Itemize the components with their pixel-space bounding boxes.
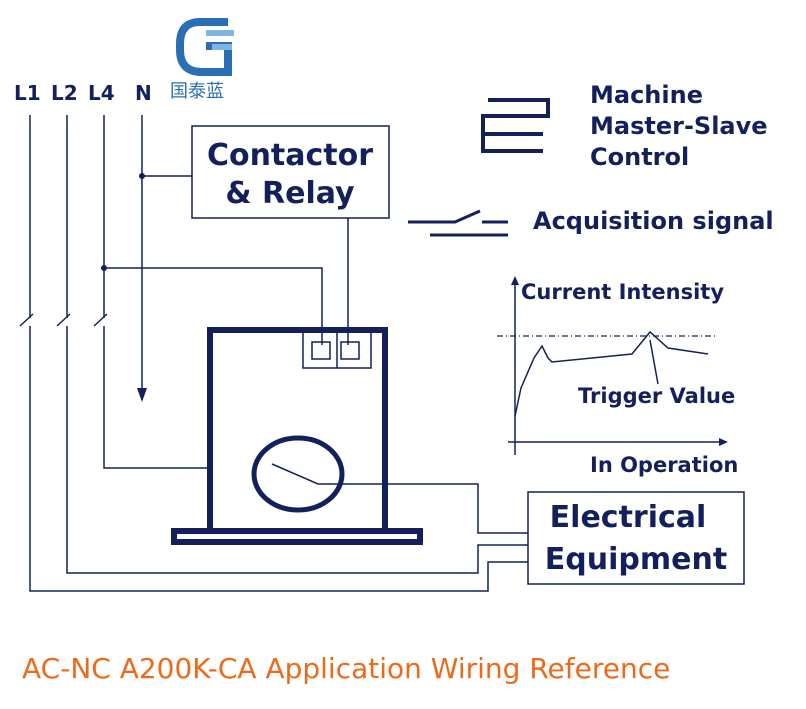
wire-l4-to-terminal <box>104 267 323 345</box>
acquisition-icon <box>408 209 508 237</box>
acquisition-label: Acquisition signal <box>533 207 774 235</box>
electrical-equipment-box: Electrical Equipment <box>527 491 745 585</box>
sensor-base <box>171 528 423 545</box>
label-l2: L2 <box>51 81 78 105</box>
wire-l4-lower <box>103 326 210 469</box>
company-logo: 国泰蓝 <box>170 18 234 102</box>
equipment-label-line2: Equipment <box>545 542 727 577</box>
wire-l1-lower <box>29 326 528 592</box>
label-l1: L1 <box>14 81 41 105</box>
graph-y-arrow <box>511 276 519 285</box>
current-curve <box>514 330 709 417</box>
trigger-pointer <box>649 339 659 385</box>
diagram-caption: AC-NC A200K-CA Application Wiring Refere… <box>22 652 670 685</box>
logo-mark-bar-2 <box>212 44 232 50</box>
junction-n <box>139 173 145 179</box>
master-slave-symbol: Machine Master-Slave Control <box>481 81 768 171</box>
terminal-2 <box>340 341 360 360</box>
switch-l2 <box>56 313 71 327</box>
graph-x-arrow <box>719 438 728 446</box>
supply-lines <box>19 115 528 592</box>
switch-l1 <box>19 313 34 327</box>
master-slave-icon <box>481 98 550 153</box>
contactor-box-frame <box>191 125 390 219</box>
wire-l2-lower <box>66 326 528 574</box>
label-l4: L4 <box>88 81 115 105</box>
acquisition-signal-symbol: Acquisition signal <box>408 207 774 237</box>
wire-through-aperture <box>271 463 528 534</box>
graph-ylabel: Current Intensity <box>521 280 724 304</box>
logo-text: 国泰蓝 <box>170 81 224 102</box>
contactor-label-line2: & Relay <box>225 176 355 211</box>
master-slave-line3: Control <box>590 143 689 171</box>
contactor-relay-box: Contactor & Relay <box>191 125 390 345</box>
master-slave-line2: Master-Slave <box>590 112 768 140</box>
sensor-body <box>207 327 388 531</box>
master-slave-line1: Machine <box>590 81 703 109</box>
equipment-box-frame <box>527 491 745 585</box>
junction-l4 <box>101 265 107 271</box>
label-n: N <box>135 81 152 105</box>
logo-mark-bar <box>206 30 234 36</box>
current-sensor <box>171 327 528 545</box>
graph-xlabel: In Operation <box>590 453 738 477</box>
current-graph: Current Intensity Trigger Value In Opera… <box>497 276 738 477</box>
sensor-aperture <box>251 435 345 513</box>
graph-annotation: Trigger Value <box>578 384 735 408</box>
equipment-label-line1: Electrical <box>550 500 707 535</box>
arrow-n <box>137 388 147 402</box>
switch-l4 <box>93 313 108 327</box>
contactor-label-line1: Contactor <box>207 138 373 173</box>
logo-mark <box>176 18 232 76</box>
terminal-1 <box>311 341 331 360</box>
